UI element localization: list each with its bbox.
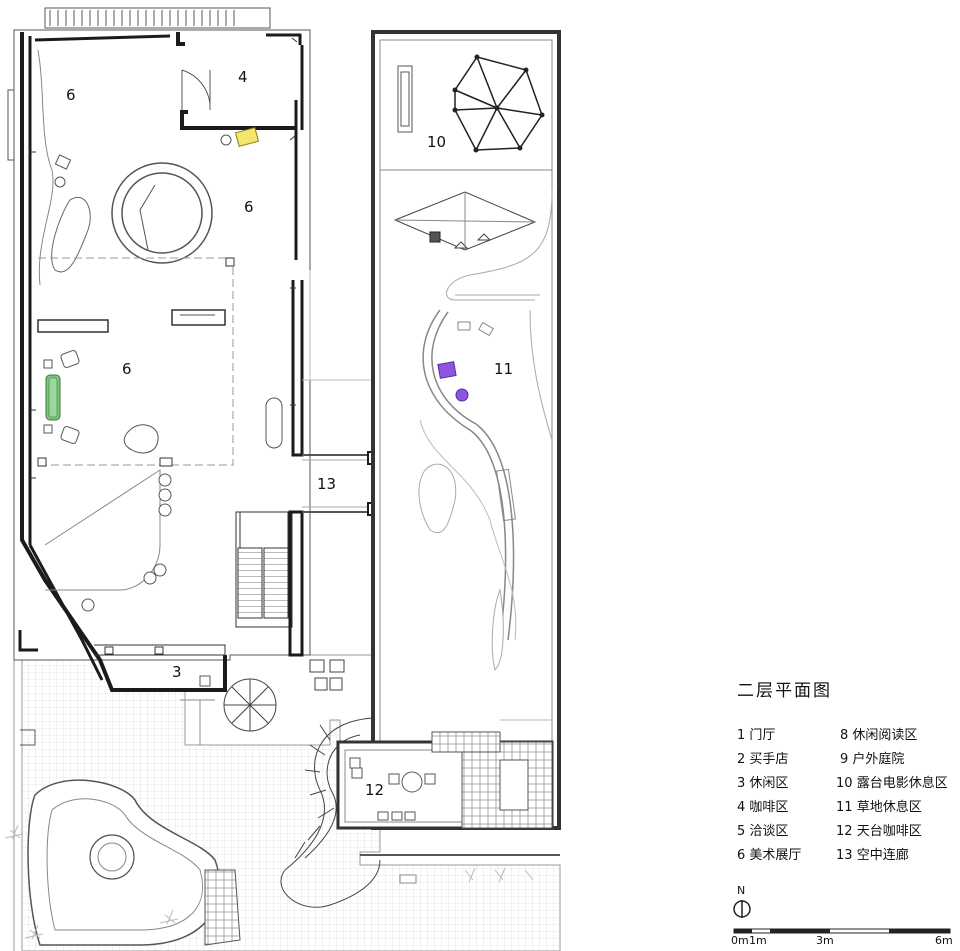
room-label-11: 11 <box>494 360 513 378</box>
legend-item: 11 草地休息区 <box>836 800 922 815</box>
room-label-6-east: 6 <box>244 198 254 216</box>
north-label: N <box>737 884 745 897</box>
plan-title: 二层平面图 <box>737 681 832 701</box>
legend-item: 8 休闲阅读区 <box>840 728 918 743</box>
north-arrow: N <box>733 884 751 918</box>
legend-item: 5 洽谈区 <box>737 824 789 839</box>
room-label-3: 3 <box>172 663 182 681</box>
scale-bar: 0m 1m 3m 6m <box>731 928 953 947</box>
room-label-4: 4 <box>238 68 248 86</box>
legend-item: 4 咖啡区 <box>737 800 789 815</box>
legend-item: 9 户外庭院 <box>840 752 905 767</box>
legend-item: 3 休闲区 <box>737 776 789 791</box>
scale-label-1m: 1m <box>749 934 767 947</box>
room-label-12: 12 <box>365 781 384 799</box>
room-label-10: 10 <box>427 133 446 151</box>
legend-item: 10 露台电影休息区 <box>836 776 948 791</box>
scale-label-6m: 6m <box>935 934 953 947</box>
scale-label-3m: 3m <box>816 934 834 947</box>
garden-pond <box>4 779 241 946</box>
legend-item: 6 美术展厅 <box>737 848 802 863</box>
room-labels: 6 4 6 6 13 3 10 11 12 <box>66 68 513 799</box>
patio-umbrella <box>223 659 345 732</box>
terrace-building <box>371 30 561 830</box>
legend-item: 1 门厅 <box>737 728 776 743</box>
legend-item: 13 空中连廊 <box>836 848 909 863</box>
legend-item: 12 天台咖啡区 <box>836 824 922 839</box>
scale-label-0m: 0m <box>731 934 749 947</box>
room-label-6-north: 6 <box>66 86 76 104</box>
main-building <box>7 7 311 692</box>
legend-item: 2 买手店 <box>737 752 789 767</box>
room-label-6-center: 6 <box>122 360 132 378</box>
room-label-13: 13 <box>317 475 336 493</box>
rooftop-cafe <box>336 731 560 884</box>
